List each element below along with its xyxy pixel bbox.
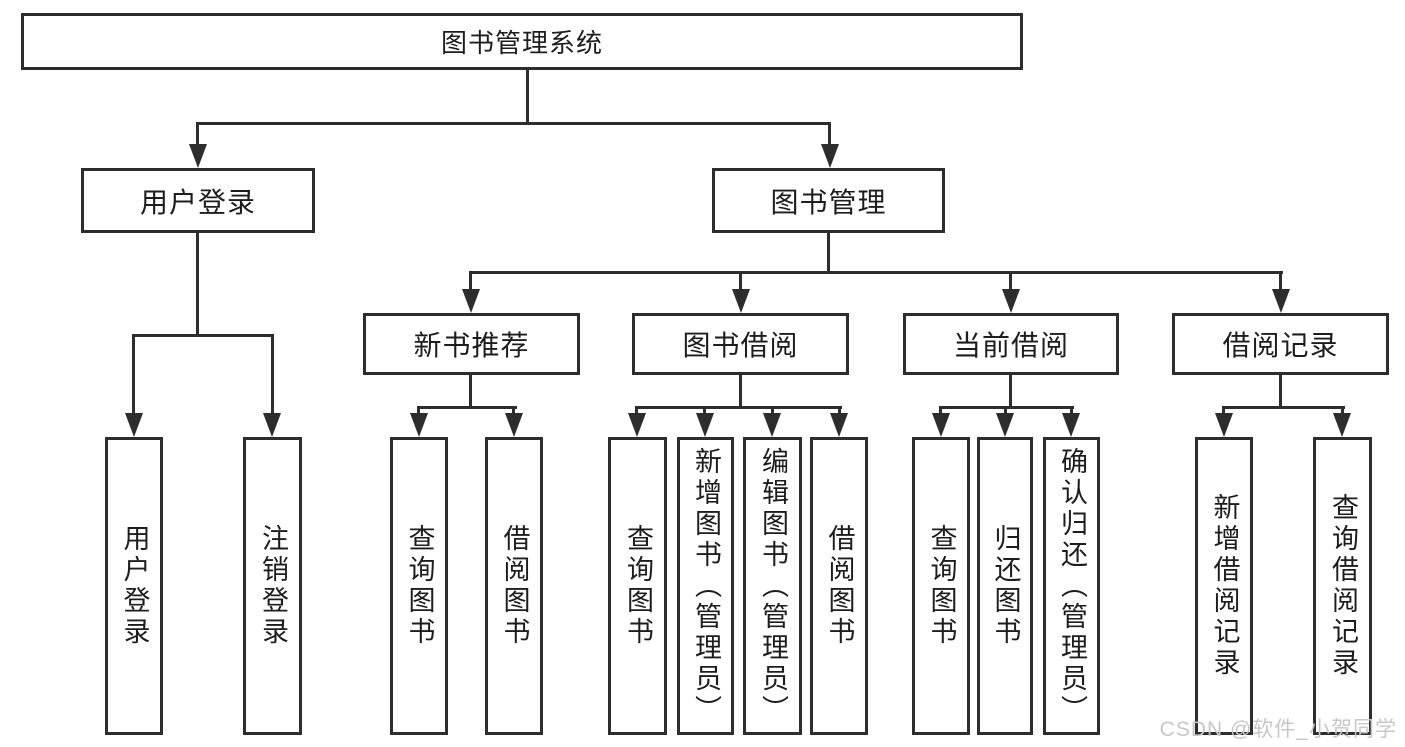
- connector-line: [1070, 406, 1073, 418]
- connector-line: [739, 375, 742, 409]
- arrowhead-icon: [189, 144, 207, 168]
- connector-line: [1279, 271, 1282, 293]
- connector-line: [1009, 271, 1012, 293]
- node-label: 图书管理: [770, 186, 887, 218]
- arrowhead-icon: [263, 413, 281, 437]
- connector-line: [1222, 406, 1345, 409]
- leaf-confirm-return-admin: 确认归还（管理员）: [1043, 437, 1100, 735]
- arrowhead-icon: [410, 413, 428, 437]
- connector-line: [469, 271, 1283, 274]
- connector-line: [739, 271, 742, 293]
- connector-line: [771, 406, 774, 418]
- node-book-management: 图书管理: [712, 168, 945, 233]
- connector-line: [635, 406, 842, 409]
- leaf-query-books-current: 查询图书: [912, 437, 970, 735]
- node-user-login: 用户登录: [81, 168, 315, 233]
- node-label: 图书管理系统: [440, 28, 603, 58]
- arrowhead-icon: [1062, 413, 1080, 437]
- connector-line: [271, 334, 274, 416]
- connector-line: [939, 406, 942, 418]
- leaf-query-books-recommend: 查询图书: [390, 437, 448, 735]
- node-label: 新书推荐: [413, 330, 530, 361]
- node-label: 用户登录: [119, 524, 150, 648]
- arrowhead-icon: [125, 413, 143, 437]
- leaf-logout: 注销登录: [243, 437, 302, 735]
- connector-line: [512, 406, 515, 418]
- leaf-user-login: 用户登录: [105, 437, 163, 735]
- node-label: 新增图书（管理员）: [691, 446, 721, 726]
- connector-line: [469, 271, 472, 293]
- node-label: 注销登录: [258, 524, 288, 648]
- arrowhead-icon: [696, 413, 714, 437]
- leaf-query-books-borrow: 查询图书: [608, 437, 667, 735]
- leaf-edit-books-admin: 编辑图书（管理员）: [743, 437, 802, 735]
- arrowhead-icon: [732, 289, 750, 313]
- connector-line: [1279, 375, 1282, 409]
- node-label: 图书借阅: [682, 330, 799, 361]
- node-label: 用户登录: [139, 186, 256, 218]
- arrowhead-icon: [996, 413, 1014, 437]
- node-borrow-records: 借阅记录: [1172, 313, 1389, 375]
- node-label: 编辑图书（管理员）: [758, 446, 788, 726]
- arrowhead-icon: [830, 413, 848, 437]
- connector-line: [1004, 406, 1007, 418]
- arrowhead-icon: [932, 413, 950, 437]
- connector-line: [827, 233, 830, 274]
- arrowhead-icon: [1002, 289, 1020, 313]
- arrowhead-icon: [1272, 289, 1290, 313]
- node-label: 查询图书: [404, 524, 435, 648]
- connector-line: [417, 406, 420, 418]
- arrowhead-icon: [505, 413, 523, 437]
- node-new-book-recommend: 新书推荐: [363, 313, 580, 375]
- connector-line: [469, 375, 472, 409]
- node-book-borrow: 图书借阅: [632, 313, 849, 375]
- connector-line: [1009, 375, 1012, 409]
- connector-line: [132, 334, 274, 337]
- leaf-add-books-admin: 新增图书（管理员）: [677, 437, 734, 735]
- arrowhead-icon: [821, 144, 839, 168]
- leaf-borrow-books: 借阅图书: [810, 437, 868, 735]
- connector-line: [196, 122, 831, 125]
- node-current-borrow: 当前借阅: [903, 313, 1119, 375]
- arrowhead-icon: [628, 413, 646, 437]
- connector-line: [196, 122, 199, 146]
- node-label: 当前借阅: [952, 330, 1069, 361]
- node-label: 借阅图书: [499, 524, 530, 648]
- connector-line: [196, 233, 199, 337]
- node-label: 查询图书: [926, 524, 957, 648]
- node-label: 借阅图书: [824, 524, 855, 648]
- leaf-add-borrow-record: 新增借阅记录: [1195, 437, 1253, 735]
- node-label: 查询借阅记录: [1328, 493, 1358, 679]
- node-label: 归还图书: [990, 524, 1021, 648]
- connector-line: [838, 406, 841, 418]
- connector-line: [132, 334, 135, 416]
- leaf-return-books: 归还图书: [977, 437, 1033, 735]
- connector-line: [703, 406, 706, 418]
- node-label: 确认归还（管理员）: [1057, 446, 1087, 726]
- connector-line: [526, 70, 529, 124]
- node-label: 借阅记录: [1222, 330, 1339, 361]
- node-label: 查询图书: [623, 524, 653, 648]
- connector-line: [417, 406, 517, 409]
- arrowhead-icon: [1333, 413, 1351, 437]
- arrowhead-icon: [1215, 413, 1233, 437]
- node-root-system: 图书管理系统: [21, 13, 1023, 70]
- leaf-query-borrow-record: 查询借阅记录: [1313, 437, 1372, 735]
- arrowhead-icon: [763, 413, 781, 437]
- connector-line: [828, 122, 831, 146]
- connector-line: [635, 406, 638, 418]
- connector-line: [1222, 406, 1225, 418]
- connector-line: [1341, 406, 1344, 418]
- node-label: 新增借阅记录: [1209, 493, 1240, 679]
- arrowhead-icon: [462, 289, 480, 313]
- csdn-watermark: CSDN @软件_小贺同学: [1159, 718, 1397, 741]
- leaf-borrow-books-recommend: 借阅图书: [485, 437, 543, 735]
